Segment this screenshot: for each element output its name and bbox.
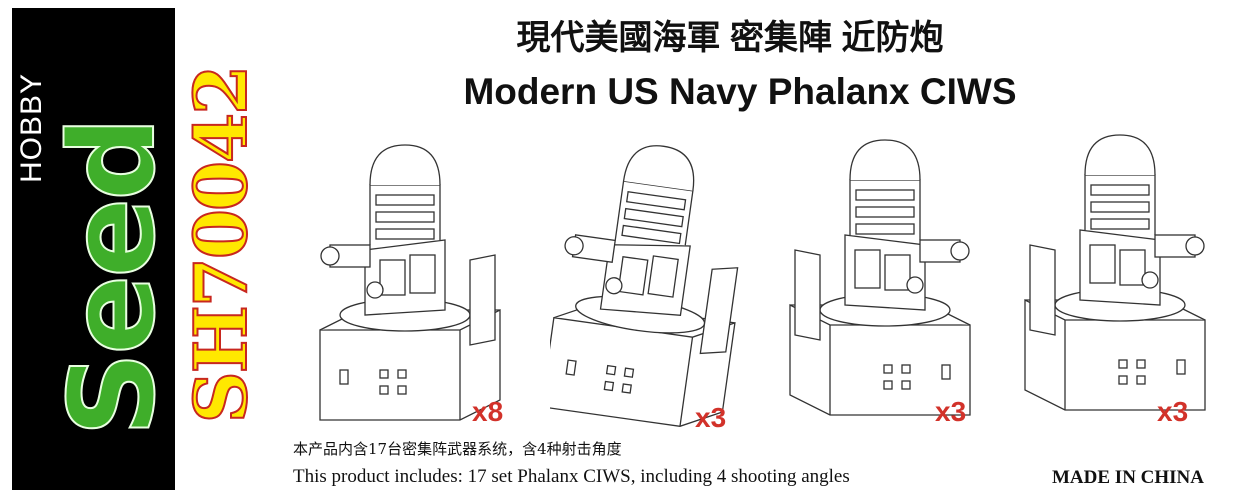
product-code: SH70042 <box>177 66 264 425</box>
ciws-illustration-3 <box>789 139 971 416</box>
hobby-seed-logo: HOBBY Seed <box>12 8 182 490</box>
title-english: Modern US Navy Phalanx CIWS <box>463 71 1017 112</box>
variant-count-4: x3 <box>1157 396 1189 427</box>
variant-count-2: x3 <box>695 402 727 433</box>
ciws-illustration-2 <box>550 140 750 430</box>
ciws-illustration-1 <box>319 144 501 421</box>
ciws-illustration-4 <box>1024 134 1206 411</box>
logo-seed-text: Seed <box>42 118 182 438</box>
made-in-label: MADE IN CHINA <box>1052 467 1204 488</box>
title-chinese: 現代美國海軍 密集陣 近防炮 <box>516 19 944 57</box>
variant-count-1: x8 <box>472 396 504 427</box>
variant-count-3: x3 <box>935 396 967 427</box>
contents-note-chinese: 本产品内含17台密集阵武器系统，含4种射击角度 <box>293 440 622 458</box>
contents-note-english: This product includes: 17 set Phalanx CI… <box>293 466 850 487</box>
